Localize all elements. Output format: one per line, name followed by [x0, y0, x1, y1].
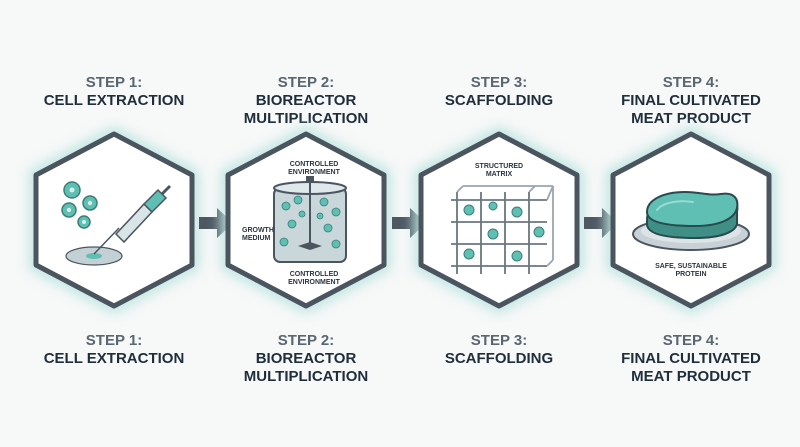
step-3-title-bottom: STEP 3: SCAFFOLDING: [409, 332, 589, 368]
bioreactor-icon: [273, 176, 347, 263]
step-label: STEP 4:: [662, 74, 720, 91]
step-2-title-top: STEP 2: BIOREACTOR MULTIPLICATION: [216, 74, 396, 128]
step-name: CELL EXTRACTION: [43, 350, 185, 367]
annotation-product-note-2: PROTEIN: [675, 271, 706, 278]
step-label: STEP 1:: [85, 74, 143, 91]
step-1-hexagon: [29, 126, 199, 314]
annotation-growth-medium-2: MEDIUM: [242, 235, 271, 242]
step-4-title-top: STEP 4: FINAL CULTIVATED MEAT PRODUCT: [601, 74, 781, 128]
step-1-title-top: STEP 1: CELL EXTRACTION: [24, 74, 204, 110]
step-name: CELL EXTRACTION: [43, 92, 185, 109]
step-label: STEP 3:: [470, 74, 528, 91]
cell-extraction-icon: [61, 181, 172, 266]
annotation-structured-matrix-2: MATRIX: [486, 171, 513, 178]
step-name: FINAL CULTIVATED: [621, 92, 761, 109]
step-label: STEP 2:: [277, 74, 335, 91]
step-label: STEP 1:: [85, 332, 143, 349]
step-label: STEP 2:: [277, 332, 335, 349]
annotation-controlled-env-bottom: CONTROLLED: [290, 271, 339, 278]
matrix-cells: [463, 201, 545, 262]
annotation-product-note: SAFE, SUSTAINABLE: [655, 263, 727, 270]
step-label: STEP 4:: [662, 332, 720, 349]
step-1-title-bottom: STEP 1: CELL EXTRACTION: [24, 332, 204, 368]
step-4-hexagon: SAFE, SUSTAINABLE PROTEIN: [606, 126, 776, 314]
annotation-structured-matrix: STRUCTURED: [475, 163, 523, 170]
annotation-controlled-env-bottom-2: ENVIRONMENT: [288, 279, 340, 286]
step-4-title-bottom: STEP 4: FINAL CULTIVATED MEAT PRODUCT: [601, 332, 781, 386]
step-3-title-top: STEP 3: SCAFFOLDING: [409, 74, 589, 110]
step-name-line2: MULTIPLICATION: [243, 368, 369, 385]
step-name: BIOREACTOR: [255, 350, 357, 367]
step-2-hexagon: CONTROLLED ENVIRONMENT GROWTH MEDIUM CON…: [221, 126, 391, 314]
step-name: FINAL CULTIVATED: [621, 350, 761, 367]
step-3-hexagon: STRUCTURED MATRIX: [414, 126, 584, 314]
step-2-title-bottom: STEP 2: BIOREACTOR MULTIPLICATION: [216, 332, 396, 386]
step-name: SCAFFOLDING: [444, 350, 554, 367]
step-label: STEP 3:: [470, 332, 528, 349]
step-name: SCAFFOLDING: [444, 92, 554, 109]
step-name-line2: MEAT PRODUCT: [631, 368, 751, 385]
step-name-line2: MEAT PRODUCT: [631, 110, 751, 127]
step-name: BIOREACTOR: [255, 92, 357, 109]
step-name-line2: MULTIPLICATION: [243, 110, 369, 127]
meat-steak-icon: [632, 190, 750, 251]
annotation-controlled-env-top: CONTROLLED: [290, 161, 339, 168]
annotation-controlled-env-top-2: ENVIRONMENT: [288, 169, 340, 176]
scaffold-matrix-icon: [451, 185, 554, 274]
annotation-growth-medium: GROWTH: [242, 227, 274, 234]
